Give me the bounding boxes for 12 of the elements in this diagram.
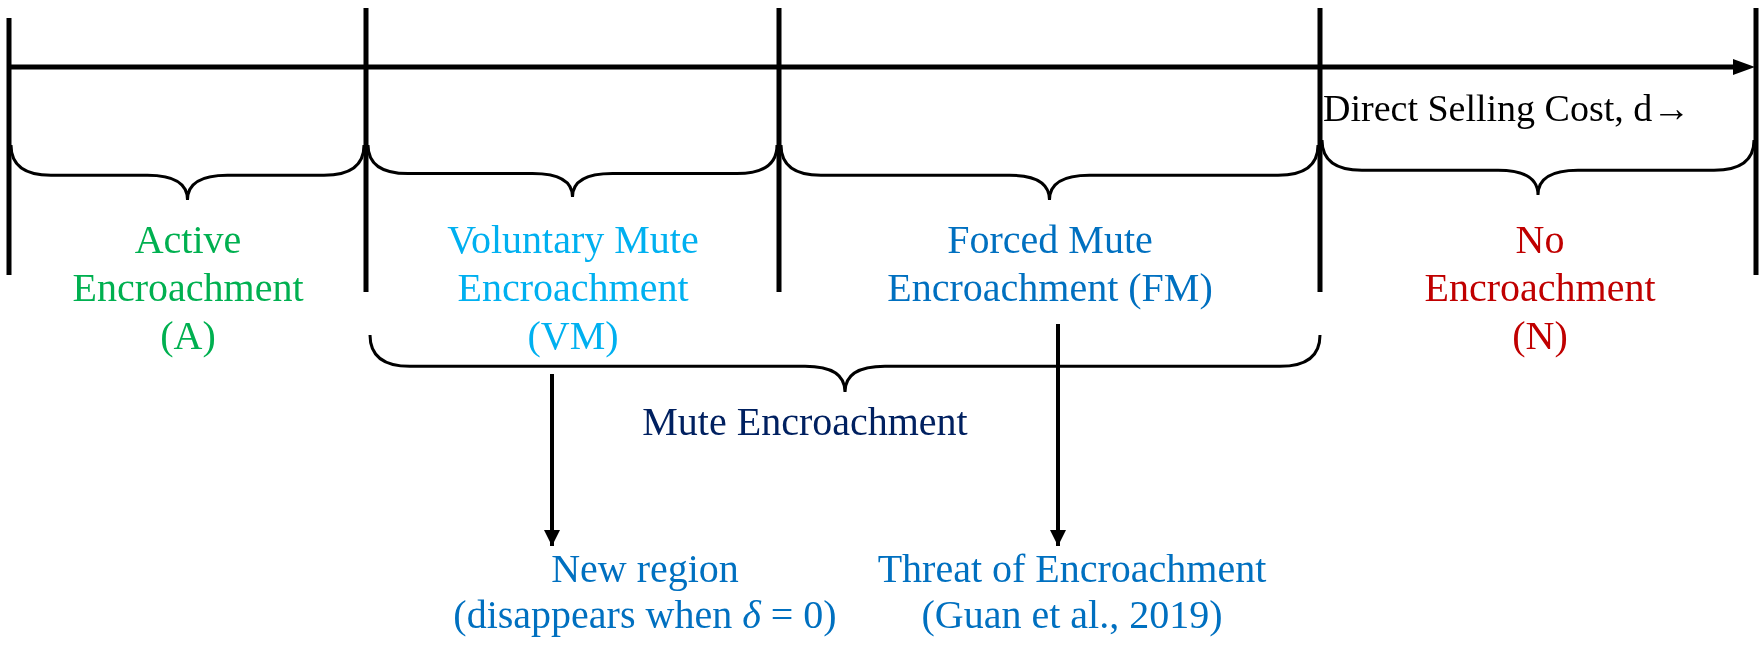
arrow <box>1050 324 1066 546</box>
arrow <box>544 374 560 546</box>
outcome-text: Threat of Encroachment <box>876 546 1268 592</box>
region-label: Forced Mute Encroachment (FM) <box>885 216 1215 324</box>
axis-label: Direct Selling Cost, d→ <box>1323 86 1692 130</box>
outcome-text: (Guan et al., 2019) <box>920 592 1224 638</box>
region-label: No Encroachment (N) <box>1405 216 1675 360</box>
outcome-text: New region <box>550 546 740 592</box>
brace-label: Mute Encroachment <box>641 400 969 444</box>
region-label: Active Encroachment (A) <box>53 216 323 360</box>
region-label: Voluntary Mute Encroachment (VM) <box>408 216 738 374</box>
outcome-text: (disappears when δ = 0) <box>452 592 838 638</box>
